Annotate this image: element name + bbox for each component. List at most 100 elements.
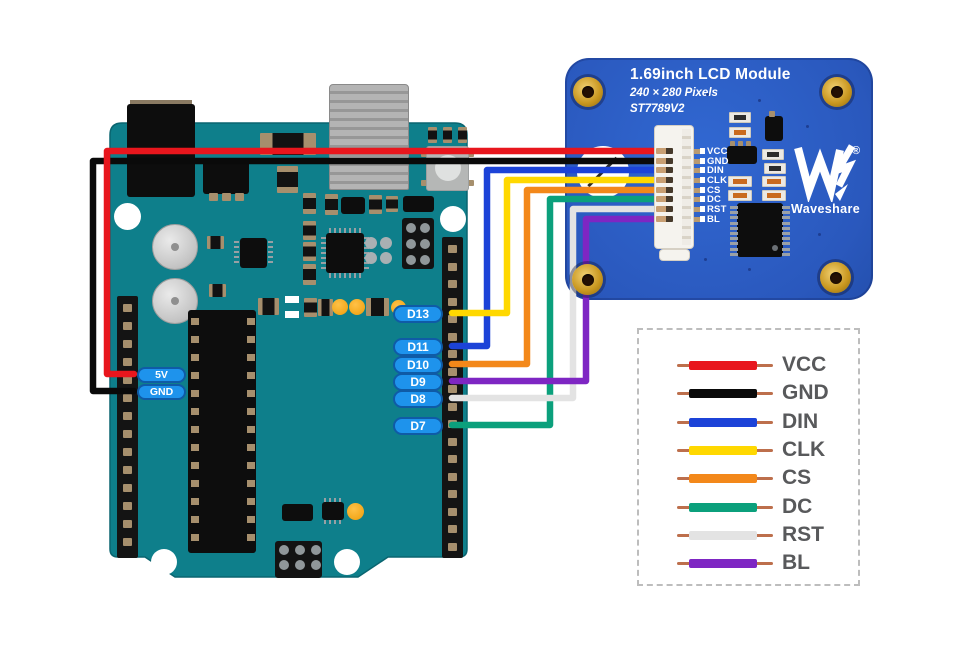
wire-bl [448,215,662,385]
qfp-leads [329,228,361,233]
legend-color-swatch [689,559,757,568]
dip-pad [247,516,255,523]
standoff-hole [582,86,594,98]
header-pin [448,315,457,323]
resistor [728,176,752,187]
dip-pad [247,336,255,343]
resistor [729,112,751,123]
silk-box [700,206,705,212]
ic-lead [782,247,790,251]
legend-color-swatch [689,474,757,483]
header-pin [443,127,452,143]
smd-component [303,242,316,261]
silk-box [700,158,705,164]
icsp-pin [279,560,289,570]
pin-label-d13: D13 [393,305,443,323]
ic-lead [730,242,738,246]
icsp-pin [295,560,305,570]
smd-component [209,284,226,297]
ic-lead [730,232,738,235]
lcd-controller: ST7789V2 [630,103,685,115]
header-pin [448,472,457,481]
header-pin [448,350,457,358]
waveshare-logo-icon [794,144,857,202]
ic-lead [782,252,790,256]
ic-dot [772,245,778,251]
crimp-pin [656,177,673,183]
legend-row: DC [639,493,858,521]
smd-ic [403,196,434,212]
wire-din [448,166,662,350]
connector-pin [688,158,701,164]
header-pin [428,127,437,143]
dip-pad [247,354,255,361]
icsp-pin [420,239,430,249]
dip-pad [191,372,199,379]
ic-leads [234,241,239,265]
via [806,125,809,128]
header-pin [448,542,457,551]
mounting-hole [440,206,466,232]
header-pin [123,394,132,402]
via [365,237,377,249]
dip-pad [247,408,255,415]
wire-dc [448,195,662,429]
connector-pin [688,187,701,193]
smd-ic [282,504,313,521]
standoff-hole [830,272,842,284]
resistor [762,190,786,201]
connector-pin [688,177,701,183]
smd-component [304,298,317,317]
lcd-pin-label: RST [707,203,727,215]
ic-leads [268,241,273,265]
ic-lead [782,232,790,235]
icsp-pin [311,545,321,555]
legend-label: GND [782,381,829,404]
dip-pad [191,462,199,469]
legend-label: BL [782,551,810,574]
via [758,99,761,102]
header-pin [123,430,132,438]
dip-pad [247,390,255,397]
transistor-leg [769,111,775,117]
reset-pad [467,180,474,186]
dip-pad [191,516,199,523]
header-pin [448,525,457,533]
connector-pin [688,167,701,173]
icsp-pin [311,560,321,570]
legend-label: DC [782,495,813,518]
pin-label-d7: D7 [393,417,443,435]
crimp-pin [656,187,673,193]
smd-ic [341,197,365,214]
pin-label-gnd: GND [137,384,186,400]
lcd-pin-label: DC [707,193,722,205]
ic-lead [730,221,738,225]
header-pin [123,448,132,456]
connector-pin [688,216,701,222]
lcd-pin-label: CLK [707,174,728,186]
ic-leads [324,498,342,502]
legend-row: VCC [639,351,858,379]
icsp-pin [420,255,430,265]
resistor [764,163,786,174]
header-pin [123,466,132,474]
silk-box [700,196,705,202]
dip-pad [191,480,199,487]
connector-pin [688,196,701,202]
sot-leg [746,141,751,147]
resistor [762,149,784,160]
wire-clk [448,176,662,317]
smd-component [318,299,333,316]
via [380,237,392,249]
lcd-title: 1.69inch LCD Module [630,66,791,83]
dip-pad [247,318,255,325]
header-pin [123,538,132,546]
capacitor-dot [171,243,179,251]
legend-color-swatch [689,418,757,427]
wire-cs [448,186,662,368]
dip-pad [191,354,199,361]
legend-row: GND [639,379,858,407]
